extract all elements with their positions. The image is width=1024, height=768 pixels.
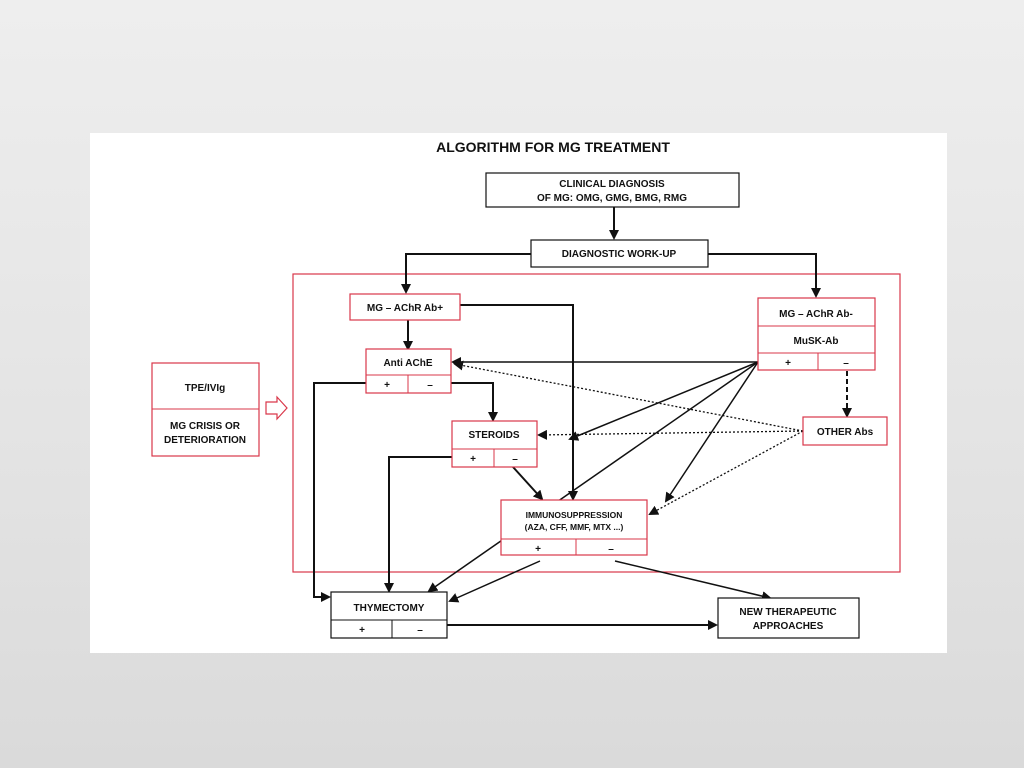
steroids-plus: + xyxy=(470,454,476,465)
mg-crisis-line1: MG CRISIS OR xyxy=(170,421,241,432)
arrow-immuno-minus-to-new xyxy=(614,560,772,602)
achr-positive-label: MG – AChR Ab+ xyxy=(367,303,443,314)
node-thymectomy: THYMECTOMY + – xyxy=(330,591,448,639)
node-achr-negative: MG – AChR Ab- MuSK-Ab + – xyxy=(757,297,876,371)
outline-arrow-icon xyxy=(265,395,288,421)
achr-negative-line1: MG – AChR Ab- xyxy=(779,309,853,320)
thymectomy-label: THYMECTOMY xyxy=(354,603,425,614)
other-abs-label: OTHER Abs xyxy=(817,427,874,438)
arrow-immuno-plus-to-thymectomy xyxy=(448,560,541,603)
thymectomy-minus: – xyxy=(417,625,423,636)
arrow-ache-plus-to-thymectomy xyxy=(313,382,366,602)
mg-treatment-flowchart: ALGORITHM FOR MG TREATMENT CLINICAL DIAG… xyxy=(151,139,901,639)
node-immunosuppression: IMMUNOSUPPRESSION (AZA, CFF, MMF, MTX ..… xyxy=(500,499,648,556)
arrow-achr-neg-to-thymectomy xyxy=(427,361,759,593)
mg-crisis-line2: DETERIORATION xyxy=(164,435,246,446)
thymectomy-plus: + xyxy=(359,625,365,636)
immunosuppression-minus: – xyxy=(608,544,614,555)
arrow-ache-minus-to-steroids xyxy=(451,382,498,422)
arrow-workup-to-achr-pos xyxy=(401,253,531,294)
new-therapeutic-line1: NEW THERAPEUTIC xyxy=(739,607,836,618)
achr-negative-line2: MuSK-Ab xyxy=(794,336,839,347)
new-therapeutic-line2: APPROACHES xyxy=(753,621,824,632)
achr-negative-plus: + xyxy=(785,358,791,369)
clinical-diagnosis-line2: OF MG: OMG, GMG, BMG, RMG xyxy=(537,193,687,204)
page-title: ALGORITHM FOR MG TREATMENT xyxy=(436,139,670,155)
node-steroids: STEROIDS + – xyxy=(451,420,538,468)
anti-ache-plus: + xyxy=(384,380,390,391)
diagnostic-workup-label: DIAGNOSTIC WORK-UP xyxy=(562,249,677,260)
node-diagnostic-workup: DIAGNOSTIC WORK-UP xyxy=(530,239,709,268)
arrow-other-to-ache xyxy=(453,360,804,432)
immunosuppression-line1: IMMUNOSUPPRESSION xyxy=(526,510,623,520)
node-other-abs: OTHER Abs xyxy=(802,416,888,446)
node-tpe-ivig: TPE/IVIg MG CRISIS OR DETERIORATION xyxy=(151,362,260,457)
node-clinical-diagnosis: CLINICAL DIAGNOSIS OF MG: OMG, GMG, BMG,… xyxy=(485,172,740,208)
achr-negative-minus: – xyxy=(843,358,849,369)
arrow-achr-neg-to-steroids xyxy=(568,361,759,441)
immunosuppression-line2: (AZA, CFF, MMF, MTX ...) xyxy=(525,522,624,532)
arrow-other-to-immuno xyxy=(648,430,804,515)
anti-ache-label: Anti AChE xyxy=(383,358,432,369)
steroids-label: STEROIDS xyxy=(468,430,519,441)
node-achr-positive: MG – AChR Ab+ xyxy=(349,293,461,321)
steroids-minus: – xyxy=(512,454,518,465)
anti-ache-minus: – xyxy=(427,380,433,391)
treatment-container xyxy=(292,273,901,573)
arrow-workup-to-achr-neg xyxy=(708,253,821,298)
slide: ALGORITHM FOR MG TREATMENT CLINICAL DIAG… xyxy=(90,133,947,653)
node-new-therapeutic: NEW THERAPEUTIC APPROACHES xyxy=(717,597,860,639)
arrow-steroids-minus-to-immuno xyxy=(512,466,544,501)
connectors xyxy=(313,207,852,630)
arrow-achr-neg-to-immuno xyxy=(664,361,759,503)
arrow-other-to-steroids xyxy=(537,429,804,440)
node-anti-ache: Anti AChE + – xyxy=(365,348,452,394)
arrow-steroids-plus-to-thymectomy xyxy=(384,456,452,593)
immunosuppression-plus: + xyxy=(535,544,541,555)
tpe-ivig-label: TPE/IVIg xyxy=(185,383,226,394)
clinical-diagnosis-line1: CLINICAL DIAGNOSIS xyxy=(559,179,665,190)
